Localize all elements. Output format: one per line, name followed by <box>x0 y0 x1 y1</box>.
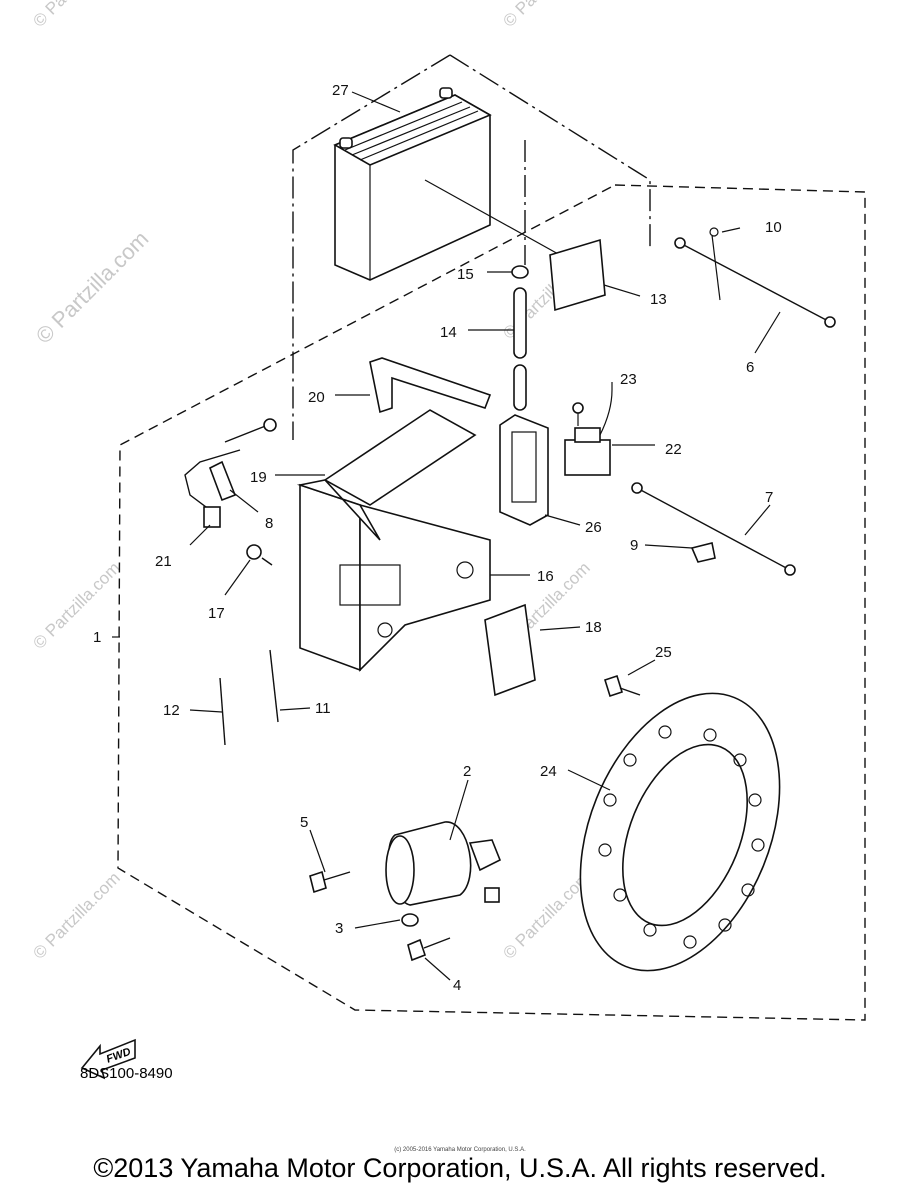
callout-4: 4 <box>453 977 461 994</box>
small-copyright-note: (c) 2005-2016 Yamaha Motor Corporation, … <box>394 1147 526 1153</box>
watermark-5: © Partzilla.com <box>499 868 593 962</box>
nut-3 <box>401 913 419 927</box>
callout-2: 2 <box>463 763 471 780</box>
callout-23: 23 <box>620 371 637 388</box>
bolt-4 <box>407 937 451 962</box>
callout-10: 10 <box>765 219 782 236</box>
callout-6: 6 <box>746 359 754 376</box>
lead-cover <box>484 603 536 697</box>
callout-25: 25 <box>655 644 672 661</box>
ring-gear <box>579 692 781 972</box>
callout-5: 5 <box>300 814 308 831</box>
watermark-2: © Partzilla.com <box>29 868 123 962</box>
callout-22: 22 <box>665 441 682 458</box>
callout-18: 18 <box>585 619 602 636</box>
bolt-5 <box>309 870 351 894</box>
callout-24: 24 <box>540 763 557 780</box>
battery-boundary <box>292 54 651 440</box>
callout-26: 26 <box>585 519 602 536</box>
callout-8: 8 <box>265 515 273 532</box>
bolt-25 <box>604 674 641 698</box>
drawing-code: 8DS100-8490 <box>80 1065 173 1082</box>
callout-20: 20 <box>308 389 325 406</box>
vent-cap <box>511 265 529 279</box>
assembly-boundary <box>117 184 866 1021</box>
cable-tie-11 <box>269 649 279 723</box>
callout-16: 16 <box>537 568 554 585</box>
lead-wire <box>184 418 277 528</box>
battery-label-sticker <box>549 238 606 312</box>
starter-relay <box>564 389 613 476</box>
callout-19: 19 <box>250 469 267 486</box>
leader-lines <box>112 91 781 981</box>
callout-21: 21 <box>155 553 172 570</box>
cable-tie-12 <box>219 677 226 746</box>
starter-motor <box>385 821 502 906</box>
callouts: 27 13 15 14 10 6 23 22 20 19 8 21 26 9 7… <box>93 82 782 994</box>
battery <box>333 87 561 281</box>
callout-3: 3 <box>335 920 343 937</box>
callout-7: 7 <box>765 489 773 506</box>
callout-14: 14 <box>440 324 457 341</box>
fwd-arrow-icon: FWD <box>80 1038 136 1080</box>
breather-hose <box>513 287 527 411</box>
rubber-sheet <box>323 409 477 506</box>
bolt-17 <box>246 544 273 566</box>
watermark-6: © Partzilla.com <box>29 0 123 31</box>
watermark-7: © Partzilla.com <box>499 0 593 31</box>
battery-box <box>296 479 491 672</box>
minus-lead <box>631 482 796 576</box>
battery-lead <box>674 227 836 328</box>
callout-17: 17 <box>208 605 225 622</box>
callout-1: 1 <box>93 629 101 646</box>
callout-11: 11 <box>315 700 331 717</box>
callout-27: 27 <box>332 82 349 99</box>
battery-band <box>369 357 492 414</box>
copyright-footer: ©2013 Yamaha Motor Corporation, U.S.A. A… <box>93 1153 827 1183</box>
callout-15: 15 <box>457 266 474 283</box>
watermark-1: © Partzilla.com <box>29 558 123 652</box>
watermark-main: © Partzilla.com <box>31 226 154 349</box>
callout-12: 12 <box>163 702 180 719</box>
callout-13: 13 <box>650 291 667 308</box>
callout-9: 9 <box>630 537 638 554</box>
